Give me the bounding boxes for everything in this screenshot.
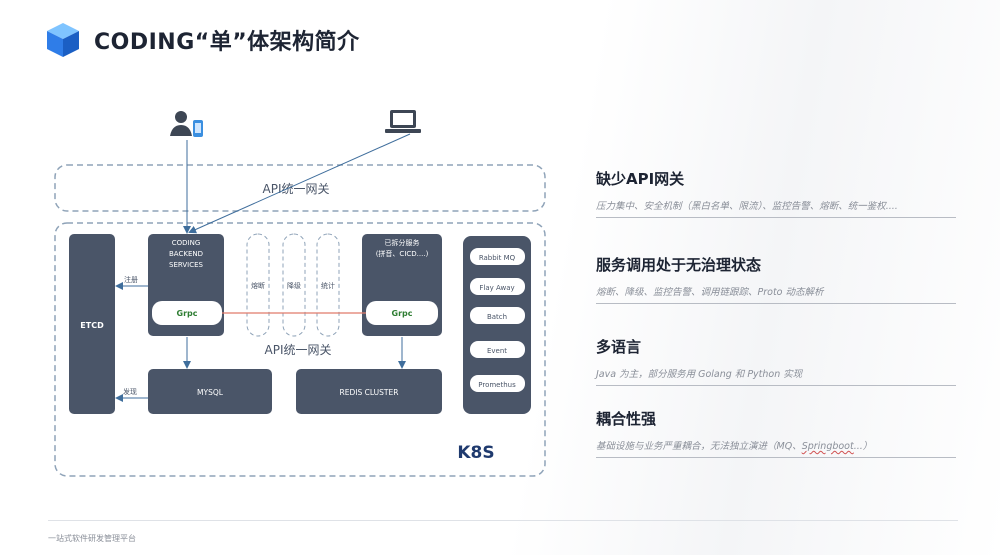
laptop-to-backend-arrow: [188, 133, 411, 234]
issue-desc-coupling: 基础设施与业务严重耦合，无法独立演进（MQ、Springboot...）: [596, 438, 956, 458]
issue-title-coupling: 耦合性强: [596, 410, 657, 428]
pill-stats-label: 统计: [321, 281, 335, 290]
issue-desc-language: Java 为主，部分服务用 Golang 和 Python 实现: [596, 366, 956, 386]
infra-item-promethus: [470, 375, 525, 392]
laptop-icon: [385, 110, 421, 133]
infra-item-promethus-label: Promethus: [478, 381, 516, 389]
footer-divider: [48, 520, 958, 521]
issue-section-language: 多语言 Java 为主，部分服务用 Golang 和 Python 实现: [596, 336, 956, 386]
infra-item-event: [470, 341, 525, 358]
redis-box: [296, 369, 442, 414]
issue-desc-gateway: 压力集中、安全机制（黑白名单、限流）、监控告警、熔断、统一鉴权....: [596, 198, 956, 218]
issue-title-governance: 服务调用处于无治理状态: [596, 256, 762, 274]
footer-text: 一站式软件研发管理平台: [48, 534, 136, 543]
user-mobile-icon: [170, 111, 203, 137]
discover-label: 发现: [123, 387, 137, 396]
pill-fuse: [246, 233, 270, 337]
split-label-line1: 已拆分服务: [385, 238, 420, 247]
backend-label-line3: SERVICES: [169, 261, 204, 269]
infra-item-rabbitmq-label: Rabbit MQ: [479, 254, 516, 262]
mysql-box: [148, 369, 272, 414]
k8s-label: K8S: [457, 443, 494, 463]
grpc-left-box: [152, 301, 222, 325]
page-title: CODING“单”体架构简介: [94, 30, 360, 55]
k8s-container: [54, 222, 546, 477]
mysql-label: MYSQL: [197, 388, 224, 397]
infra-item-event-label: Event: [487, 347, 507, 355]
cube-logo-icon: [47, 23, 79, 57]
pill-degrade: [282, 233, 306, 337]
redis-label: REDIS CLUSTER: [340, 388, 399, 397]
issue-section-governance: 服务调用处于无治理状态 熔断、降级、监控告警、调用链跟踪、Proto 动态解析: [596, 254, 956, 304]
etcd-box: [69, 234, 115, 414]
issue-desc-coupling-suffix: ...）: [853, 441, 873, 452]
infra-item-rabbitmq: [470, 248, 525, 265]
api-gateway-top: [54, 164, 546, 212]
api-gateway-top-label: API统一网关: [263, 182, 330, 196]
infra-item-flyaway: [470, 278, 525, 295]
infra-item-flyaway-label: Flay Away: [479, 284, 514, 292]
split-label-line2: (拼音、CICD....): [376, 249, 429, 258]
issue-section-gateway: 缺少API网关 压力集中、安全机制（黑白名单、限流）、监控告警、熔断、统一鉴权.…: [596, 168, 956, 218]
issue-title-language: 多语言: [596, 338, 642, 356]
issue-desc-coupling-prefix: 基础设施与业务严重耦合，无法独立演进（MQ、: [596, 441, 802, 452]
backend-label-line1: CODING: [172, 239, 201, 247]
issue-desc-governance: 熔断、降级、监控告警、调用链跟踪、Proto 动态解析: [596, 284, 956, 304]
grpc-left-label: Grpc: [177, 309, 198, 318]
issue-title-gateway: 缺少API网关: [596, 170, 685, 188]
pill-fuse-label: 熔断: [251, 281, 265, 290]
pill-degrade-label: 降级: [287, 281, 301, 290]
grpc-right-box: [366, 301, 438, 325]
issue-section-coupling: 耦合性强 基础设施与业务严重耦合，无法独立演进（MQ、Springboot...…: [596, 408, 956, 458]
register-label: 注册: [124, 275, 138, 284]
issue-desc-coupling-springboot: Springboot: [801, 441, 854, 452]
grpc-right-label: Grpc: [392, 309, 413, 318]
etcd-label: ETCD: [80, 321, 104, 330]
api-gateway-mid-label: API统一网关: [265, 343, 332, 357]
header: CODING“单”体架构简介: [44, 20, 360, 60]
infra-item-batch: [470, 307, 525, 324]
backend-label-line2: BACKEND: [169, 250, 203, 258]
infra-item-batch-label: Batch: [487, 313, 507, 321]
pill-stats: [316, 233, 340, 337]
